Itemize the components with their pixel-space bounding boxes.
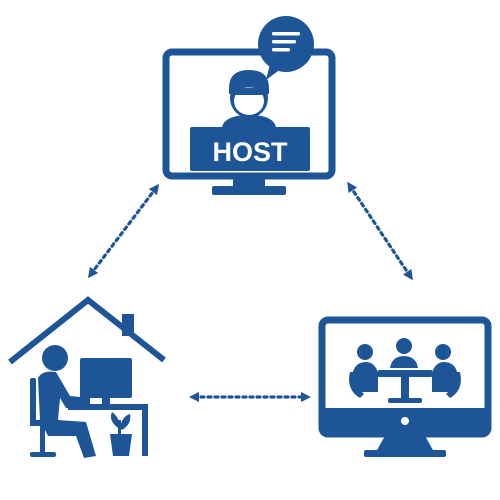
- remote-node: [8, 296, 166, 458]
- remote-worker-home-icon: [8, 296, 166, 458]
- chat-bubble-icon: [258, 16, 314, 80]
- conference-room-monitor-icon: [318, 316, 492, 457]
- host-person-icon: [222, 70, 276, 127]
- connector-host-remote: [87, 183, 160, 279]
- host-node: HOST: [162, 16, 336, 195]
- connectors: [87, 181, 413, 403]
- host-label: HOST: [212, 137, 288, 167]
- host-monitor-icon: [162, 48, 336, 195]
- connector-host-room: [347, 181, 413, 281]
- room-node: [318, 316, 492, 457]
- host-banner: [190, 127, 310, 171]
